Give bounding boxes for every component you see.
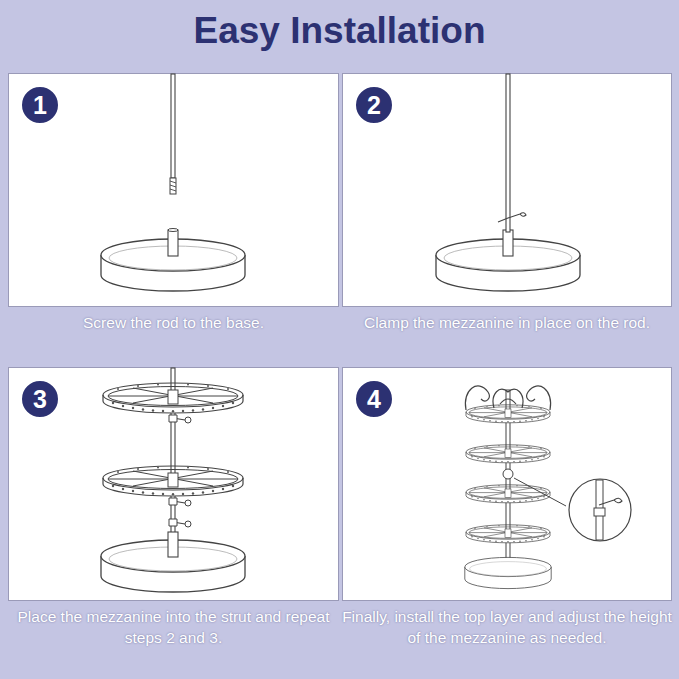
step-caption: Clamp the mezzanine in place on the rod. xyxy=(342,312,672,333)
step-caption: Finally, install the top layer and adjus… xyxy=(342,606,672,648)
step-number-circle: 3 xyxy=(20,379,60,419)
step-number-circle: 4 xyxy=(354,379,394,419)
step-panel: Screw the rod to the base.1 xyxy=(8,73,339,307)
step-number: 1 xyxy=(33,91,47,120)
step-number-circle: 1 xyxy=(20,85,60,125)
step-panel: Clamp the mezzanine in place on the rod.… xyxy=(342,73,672,307)
step-caption: Place the mezzanine into the strut and r… xyxy=(8,606,339,648)
step-number: 2 xyxy=(367,91,381,120)
step-number: 4 xyxy=(367,385,381,414)
step-number: 3 xyxy=(33,385,47,414)
step-panel: Finally, install the top layer and adjus… xyxy=(342,367,672,601)
step-panel: Place the mezzanine into the strut and r… xyxy=(8,367,339,601)
step-number-circle: 2 xyxy=(354,85,394,125)
step-caption: Screw the rod to the base. xyxy=(8,312,339,333)
page-title: Easy Installation xyxy=(0,10,679,52)
